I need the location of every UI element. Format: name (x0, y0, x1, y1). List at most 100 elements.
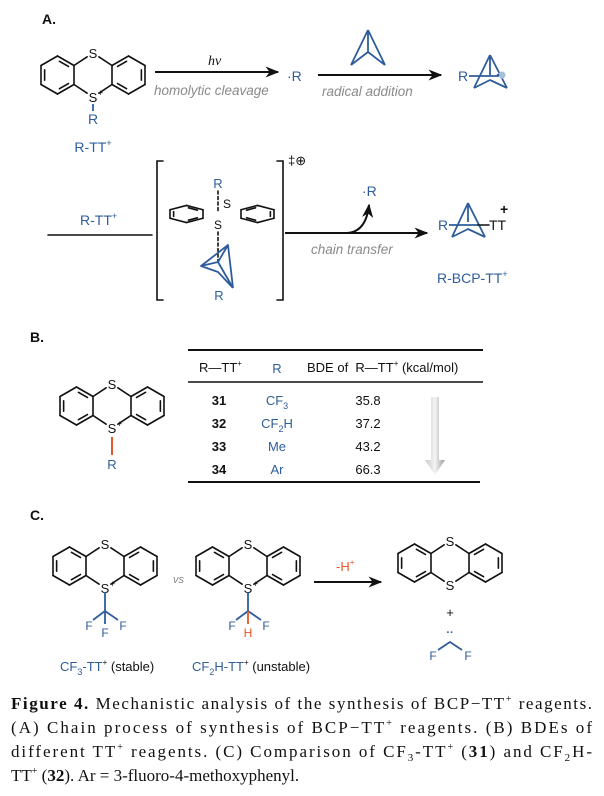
aromatic-bond (188, 208, 197, 210)
ring-bond (258, 218, 275, 222)
ring-bond (170, 218, 187, 222)
chain-transfer-label: chain transfer (311, 242, 393, 257)
ring-bond (484, 571, 503, 583)
ring-bond (40, 83, 59, 95)
ring-bond (187, 205, 204, 209)
ts-s-bottom-label: S (214, 218, 222, 232)
aromatic-bond (188, 218, 197, 220)
figure-caption: Figure 4. Mechanistic analysis of the sy… (11, 694, 592, 785)
aromatic-bond (58, 82, 70, 90)
table-row: 31 CF3 35.8 (212, 393, 381, 411)
radical-label: ·R (287, 68, 302, 84)
r-group: CF3 (266, 393, 288, 411)
radical-release-arrow (346, 203, 374, 234)
ring-bond (195, 574, 214, 586)
compound-number: 32 (212, 416, 226, 431)
r-group: Me (268, 439, 286, 454)
c-s-bond (455, 571, 470, 582)
aromatic-bond (247, 218, 256, 220)
compound-number: 31 (212, 393, 226, 408)
aromatic-bond (58, 60, 70, 68)
ring-bond (139, 546, 158, 558)
cf3-thianthrenium-structure: SS+ (52, 537, 158, 596)
radical-orbital-icon (498, 71, 506, 79)
bde-value: 35.8 (355, 393, 380, 408)
ring-bond (127, 55, 146, 67)
sulfur-atom: S (108, 421, 117, 436)
c-s-bond (92, 414, 107, 425)
c-s-bond (253, 574, 268, 585)
ring-bond (241, 205, 258, 209)
aromatic-bond (77, 391, 89, 399)
aromatic-bond (135, 391, 147, 399)
product-bcp-icon (449, 202, 486, 238)
ring-bond (130, 386, 149, 398)
c-s-bond (110, 547, 125, 558)
ring-bond (468, 543, 487, 555)
sulfur-atom: S (244, 581, 253, 596)
sulfur-atom: S (446, 534, 455, 549)
aromatic-bond (271, 573, 283, 581)
ring-bond (56, 83, 75, 95)
c-s-bond (253, 547, 268, 558)
aromatic-bond (415, 570, 427, 578)
homolytic-cleavage-label: homolytic cleavage (154, 83, 269, 98)
sulfonium-charge: + (253, 579, 258, 589)
ring-bond (52, 546, 71, 558)
r-group-label: R (88, 111, 98, 127)
sulfur-atom: S (446, 578, 455, 593)
c-s-bond (85, 574, 100, 585)
reagent-label: R-TT+ (74, 138, 111, 155)
h-atom: H (244, 626, 253, 640)
ring-bond (282, 546, 301, 558)
panel-c-label: C. (30, 507, 44, 523)
aromatic-bond (213, 573, 225, 581)
aromatic-bond (128, 573, 140, 581)
ring-bond (258, 205, 275, 209)
c-s-bond (430, 544, 445, 555)
transition-state-thianthrene (170, 205, 274, 222)
aromatic-bond (271, 551, 283, 559)
ring-bond (123, 546, 142, 558)
aromatic-bond (77, 413, 89, 421)
c-s-bond (73, 56, 88, 67)
stable-label: CF3-TT+ (stable) (60, 658, 154, 677)
f-atom: F (85, 619, 92, 633)
versus-label: vs (173, 574, 185, 586)
released-radical-label: ·R (362, 183, 377, 199)
thianthrenium-structure: SS+ (59, 377, 165, 436)
unstable-label: CF2H-TT+ (unstable) (192, 658, 310, 677)
aromatic-bond (247, 208, 256, 210)
c-s-bond (455, 544, 470, 555)
caption-line-1: Figure 4. Mechanistic analysis of the sy… (11, 694, 592, 713)
ring-bond (266, 546, 285, 558)
ring-bond (413, 543, 432, 555)
ts-bcp-icon (200, 244, 234, 289)
aromatic-bond (473, 570, 485, 578)
ts-bracket-left (156, 160, 164, 301)
ring-bond (56, 55, 75, 67)
f-atom: F (228, 619, 235, 633)
hv-label: hν (208, 54, 222, 69)
c-s-bond (98, 83, 113, 94)
panel-a-label: A. (42, 11, 56, 27)
thianthrenium-structure: SS+ (40, 46, 146, 105)
ring-bond (397, 571, 416, 583)
ring-bond (282, 574, 301, 586)
aromatic-bond (213, 551, 225, 559)
ts-ring-group (170, 205, 274, 222)
sulfur-atom: S (89, 90, 98, 105)
header-bde: BDE of R—TT+ (kcal/mol) (307, 359, 458, 375)
c-s-bond (73, 83, 88, 94)
sulfur-atom: S (89, 46, 98, 61)
bde-value: 66.3 (355, 462, 380, 477)
r-group: Ar (271, 462, 285, 477)
aromatic-bond (135, 413, 147, 421)
c-s-bond (85, 547, 100, 558)
f-atom: F (119, 619, 126, 633)
radical-addition-label: radical addition (322, 84, 413, 99)
ring-bond (170, 205, 187, 209)
c-s-bond (430, 571, 445, 582)
ring-bond (187, 218, 204, 222)
